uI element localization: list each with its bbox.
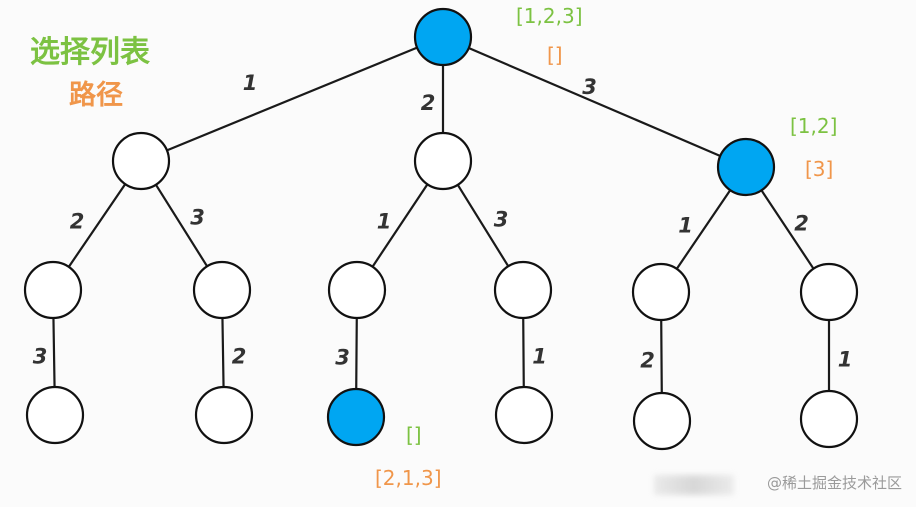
edges-layer: 1 2 3 2 3 1 3 1 2 3 2 3 1 2 1	[33, 46, 853, 395]
tree-edge	[760, 189, 815, 270]
leaf-path: [2,1,3]	[375, 466, 442, 490]
tree-node-active	[413, 7, 473, 67]
tree-node	[25, 385, 85, 445]
edge-label: 2	[421, 91, 436, 115]
tree-node	[799, 389, 859, 449]
edge-label: 2	[232, 345, 247, 369]
tree-edge	[52, 316, 56, 389]
edge-label: 1	[532, 345, 547, 369]
root-choice-list: [1,2,3]	[516, 4, 583, 28]
tree-edge	[154, 183, 209, 268]
leaf-choice-list: []	[406, 423, 422, 447]
tree-edge	[675, 189, 732, 270]
tree-edge	[355, 316, 358, 391]
edge-label: 1	[377, 210, 392, 234]
edge-label: 3	[33, 345, 48, 369]
tree-node	[413, 131, 473, 191]
tree-edge	[371, 183, 429, 268]
tree-edge	[522, 316, 525, 389]
tree-node	[799, 262, 859, 322]
tree-edge	[456, 183, 510, 268]
tree-node	[632, 391, 692, 451]
tree-edge	[165, 46, 419, 152]
edge-label: 1	[678, 214, 693, 238]
edge-label: 2	[640, 349, 655, 373]
legend-path: 路径	[69, 79, 123, 111]
tree-node	[493, 260, 553, 320]
tree-node	[192, 260, 252, 320]
watermark-blur	[654, 475, 734, 495]
edge-label: 1	[243, 71, 258, 95]
edge-label: 2	[70, 210, 85, 234]
watermark: @稀土掘金技术社区	[766, 474, 902, 492]
root-path: []	[547, 43, 563, 67]
tree-node	[327, 260, 387, 320]
edge-label: 3	[190, 206, 205, 230]
node3-path: [3]	[805, 157, 833, 181]
edge-label: 2	[794, 212, 809, 236]
edge-label: 3	[582, 75, 597, 99]
tree-node-active	[716, 137, 776, 197]
tree-edge	[67, 183, 127, 268]
edge-label: 1	[838, 348, 853, 372]
tree-node	[631, 262, 691, 322]
tree-edge	[660, 318, 663, 395]
nodes-layer	[23, 7, 859, 451]
tree-node	[494, 385, 554, 445]
tree-node-active	[326, 387, 386, 447]
tree-node	[194, 385, 254, 445]
node3-choice-list: [1,2]	[790, 114, 837, 138]
tree-node	[111, 131, 171, 191]
edge-label: 3	[494, 208, 509, 232]
edge-label: 3	[335, 346, 350, 370]
tree-edge	[221, 316, 225, 389]
tree-edge	[467, 46, 722, 158]
tree-node	[23, 260, 83, 320]
legend-choice-list: 选择列表	[30, 35, 150, 70]
